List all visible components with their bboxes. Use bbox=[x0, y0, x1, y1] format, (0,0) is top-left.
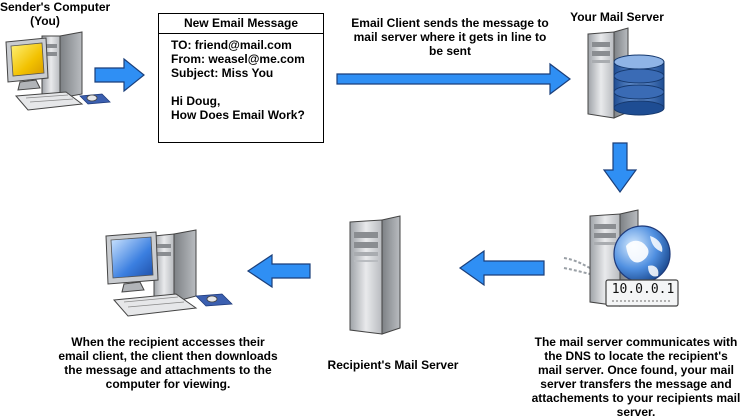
send-step-line: mail server where it gets in line to bbox=[353, 30, 547, 44]
recipient-step-text: When the recipient accesses their email … bbox=[40, 335, 296, 391]
recipient-step-line: computer for viewing. bbox=[105, 377, 231, 391]
email-greeting: Hi Doug, bbox=[171, 94, 221, 108]
dns-server-icon bbox=[563, 209, 679, 307]
sender-computer-icon bbox=[5, 31, 111, 111]
email-message-box: New Email Message TO: friend@mail.com Fr… bbox=[158, 13, 324, 143]
email-from: From: weasel@me.com bbox=[171, 52, 305, 66]
sender-label-line: (You) bbox=[30, 14, 60, 28]
dns-step-text: The mail server communicates with the DN… bbox=[528, 335, 743, 419]
ip-address: 10.0.0.1 bbox=[611, 282, 675, 297]
arrow-right-long bbox=[336, 62, 571, 96]
email-subject: Subject: Miss You bbox=[171, 66, 274, 80]
your-mail-server-label: Your Mail Server bbox=[570, 10, 664, 24]
recipient-mail-server-label: Recipient's Mail Server bbox=[327, 358, 459, 372]
sender-label-line: Sender's Computer bbox=[0, 0, 111, 14]
dns-step-line: server transfers the message and bbox=[540, 377, 732, 391]
email-body: TO: friend@mail.com From: weasel@me.com … bbox=[171, 38, 319, 122]
send-step-text: Email Client sends the message to mail s… bbox=[340, 16, 560, 58]
recipient-computer-icon bbox=[105, 229, 233, 317]
dns-step-line: server. bbox=[616, 405, 656, 419]
arrow-down bbox=[602, 142, 638, 194]
email-to: TO: friend@mail.com bbox=[171, 38, 292, 52]
send-step-line: be sent bbox=[428, 44, 471, 58]
email-question: How Does Email Work? bbox=[171, 108, 305, 122]
dns-step-line: attachements to your recipients mail bbox=[531, 391, 741, 405]
dns-step-line: The mail server communicates with bbox=[534, 335, 738, 349]
recipient-mail-server-icon bbox=[349, 215, 401, 335]
recipient-step-line: email client, the client then downloads bbox=[58, 349, 278, 363]
sender-computer-label: Sender's Computer (You) bbox=[0, 0, 111, 28]
recipient-step-line: the message and attachments to the bbox=[64, 363, 272, 377]
arrow-left bbox=[458, 249, 545, 287]
arrow-left bbox=[246, 253, 311, 289]
send-step-line: Email Client sends the message to bbox=[351, 16, 549, 30]
dns-step-line: mail server. Once found, your mail bbox=[537, 363, 735, 377]
mail-server-database-icon bbox=[587, 27, 665, 119]
email-title: New Email Message bbox=[159, 14, 323, 34]
recipient-step-line: When the recipient accesses their bbox=[71, 335, 265, 349]
dns-step-line: the DNS to locate the recipient's bbox=[544, 349, 728, 363]
arrow-right bbox=[94, 57, 145, 93]
